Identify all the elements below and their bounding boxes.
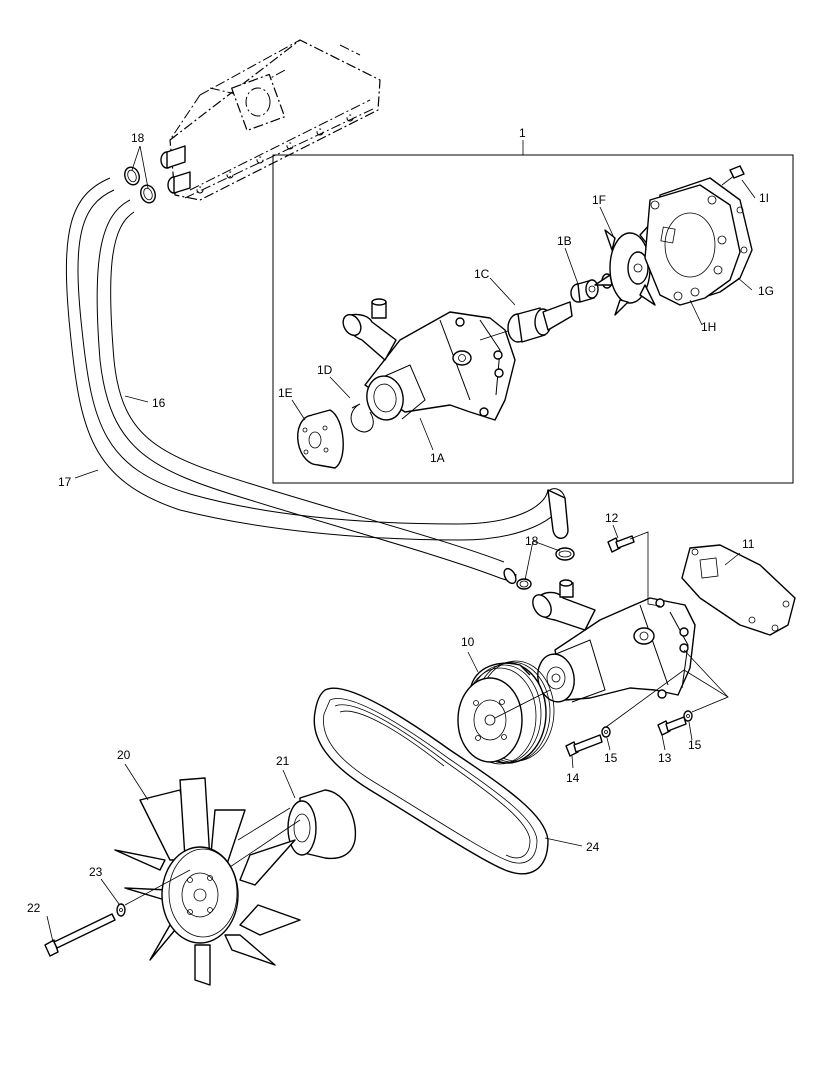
callout-1D: 1D — [317, 363, 333, 377]
callout-labels: 1 18 1I 1F 1B 1C 1G 1H 1D 1E 16 1A 17 12… — [27, 126, 774, 915]
bolt-13 — [657, 716, 687, 736]
callout-11: 11 — [742, 537, 755, 551]
callout-18-top: 18 — [131, 131, 145, 145]
washer-23 — [116, 903, 126, 917]
circlip-1D — [350, 403, 374, 433]
screw-1I — [721, 165, 745, 186]
cooling-fan-20 — [114, 777, 301, 986]
callout-1G: 1G — [758, 284, 774, 298]
bolt-14 — [565, 734, 603, 757]
callout-16: 16 — [152, 396, 166, 410]
gasket-11 — [681, 544, 796, 636]
pulley-10 — [457, 660, 555, 765]
callout-15-left: 15 — [604, 751, 618, 765]
callout-12: 12 — [605, 511, 619, 525]
callout-10: 10 — [461, 635, 475, 649]
fan-spacer-21 — [217, 789, 357, 876]
callout-1: 1 — [519, 126, 526, 140]
water-pump-body-1A — [342, 298, 516, 421]
washer-15-left — [601, 726, 611, 738]
callout-1I: 1I — [759, 191, 769, 205]
bolt-12 — [607, 531, 661, 607]
callout-1B: 1B — [557, 234, 572, 248]
callout-23: 23 — [89, 865, 103, 879]
back-plate-1H-gasket-1G — [644, 177, 753, 306]
callout-20: 20 — [117, 748, 131, 762]
callout-22: 22 — [27, 901, 41, 915]
callout-1A: 1A — [430, 451, 445, 465]
callout-13: 13 — [658, 751, 672, 765]
water-pump-kit-box — [272, 154, 794, 484]
leader-lines — [46, 140, 756, 943]
callout-1H: 1H — [701, 320, 716, 334]
bolt-leader-lines — [605, 649, 729, 728]
callout-1E: 1E — [278, 386, 293, 400]
hose-clamp-top — [124, 166, 156, 204]
v-belt-24 — [313, 687, 549, 875]
callout-1C: 1C — [474, 267, 490, 281]
hose-clamp-bottom — [516, 547, 575, 590]
callout-1F: 1F — [592, 193, 606, 207]
washer-15-right — [683, 710, 693, 722]
callout-24: 24 — [586, 840, 600, 854]
bolt-22 — [44, 869, 191, 957]
thermostat-housing-phantom — [160, 39, 381, 201]
callout-14: 14 — [566, 771, 580, 785]
water-pump-assembled — [532, 579, 696, 703]
callout-17: 17 — [58, 475, 72, 489]
impeller-1F — [594, 221, 656, 316]
callout-15-right: 15 — [688, 738, 702, 752]
callout-18-mid: 18 — [525, 534, 539, 548]
pump-shaft-bearing-1C — [479, 301, 573, 343]
callout-21: 21 — [276, 754, 290, 768]
hose-16 — [96, 199, 517, 585]
hose-17 — [65, 177, 569, 541]
hub-flange-1E — [297, 409, 344, 469]
